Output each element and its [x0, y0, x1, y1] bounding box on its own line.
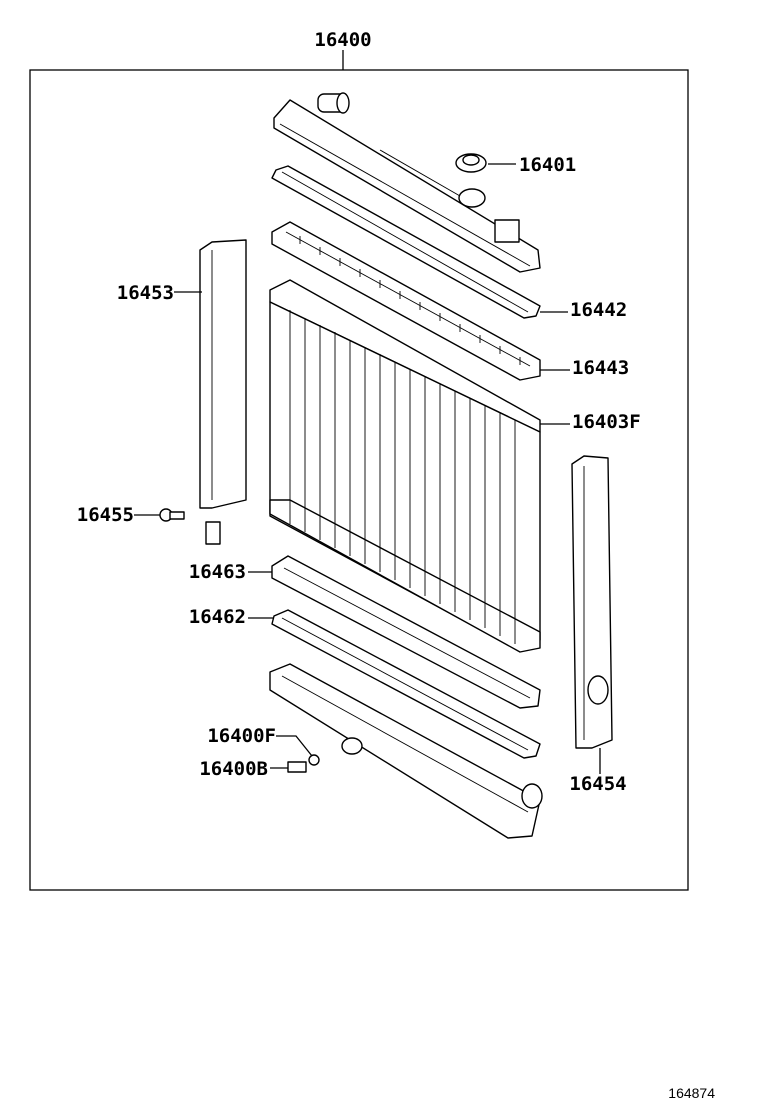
- label-left-support: 16453: [117, 282, 174, 304]
- label-radiator-core: 16403F: [572, 411, 641, 433]
- lower-tank-gasket: [271, 609, 541, 759]
- right-support: [571, 455, 613, 749]
- lower-tank: [269, 663, 543, 839]
- label-radiator-cap: 16401: [519, 154, 576, 176]
- lower-core-plate: [271, 555, 541, 709]
- assembly-frame: [29, 69, 689, 891]
- label-assembly: 16400: [314, 29, 371, 51]
- leader-lines: [134, 163, 601, 774]
- label-lower-tank-gasket: 16462: [189, 606, 246, 628]
- label-drain-cock-plug: 16400B: [199, 758, 268, 780]
- label-lower-core-plate: 16463: [189, 561, 246, 583]
- radiator-core: [269, 279, 541, 653]
- reference-code: 164874: [668, 1085, 715, 1101]
- upper-tank: [273, 92, 541, 273]
- left-support: [199, 239, 247, 545]
- label-upper-core-plate: 16443: [572, 357, 629, 379]
- label-upper-tank-gasket: 16442: [570, 299, 627, 321]
- label-right-support: 16454: [569, 773, 626, 795]
- drain-cock: [287, 754, 320, 773]
- radiator-cap: [455, 153, 487, 173]
- label-drain-cock-seal: 16400F: [207, 725, 276, 747]
- label-support-bolt: 16455: [77, 504, 134, 526]
- support-bolt: [159, 508, 185, 522]
- upper-core-plate: [271, 221, 541, 381]
